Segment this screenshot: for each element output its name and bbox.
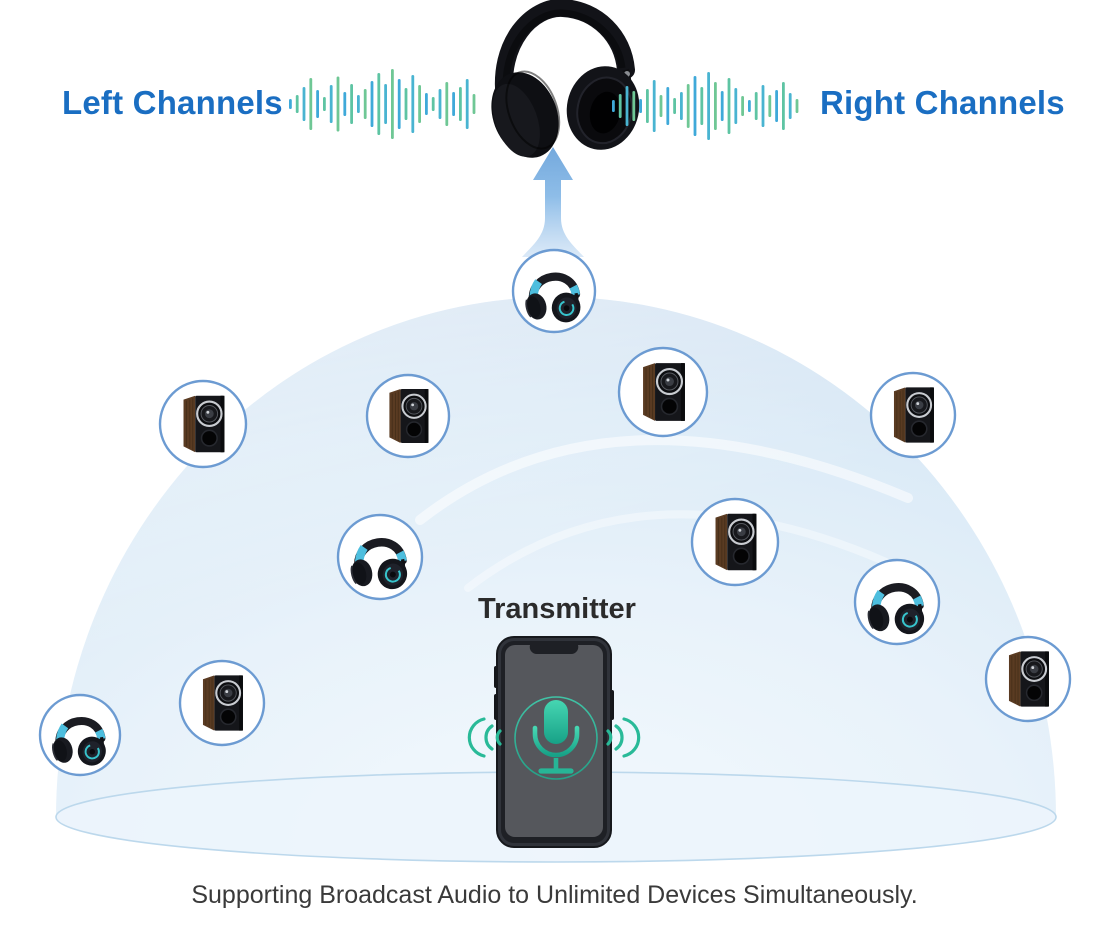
waveform-bar (384, 84, 387, 124)
waveform-bar (652, 80, 656, 132)
device-circle (38, 693, 122, 777)
speaker-icon (182, 394, 226, 454)
receiver-speaker-upper-left (365, 373, 451, 459)
waveform-bar (370, 81, 374, 127)
waveform-bar (748, 100, 751, 112)
waveform-bar (445, 82, 449, 126)
main-headphones (491, 0, 640, 158)
receiver-speaker-mid-right (690, 497, 780, 587)
waveform-bar (625, 86, 629, 126)
waveform-bar (289, 99, 292, 109)
waveform-bar (741, 96, 744, 116)
waveform-bar (727, 78, 731, 134)
dome-ripple-arc (415, 435, 913, 525)
waveform-bar (612, 100, 615, 112)
waveform-bar (404, 88, 408, 120)
waveform-bar (618, 94, 622, 118)
waveform-bar (452, 92, 455, 116)
speaker-icon (892, 386, 935, 444)
waveform-bar (309, 78, 313, 130)
receiver-devices (38, 248, 1072, 777)
speaker-icon (714, 512, 758, 572)
waveform-bar (782, 82, 785, 130)
receiver-speaker-upper-right (617, 346, 709, 438)
waveform-bar (707, 72, 710, 140)
microphone-broadcast-icon (514, 696, 598, 780)
waveform-bar (377, 73, 381, 135)
receiver-speaker-right (869, 371, 957, 459)
waveform-bar (754, 92, 758, 120)
waveform-bar (418, 85, 421, 123)
transmitter-label: Transmitter (478, 593, 636, 625)
transmitter-phone (467, 636, 641, 848)
waveform-bar (472, 94, 476, 114)
speaker-icon (388, 388, 430, 444)
waveform-bar (659, 95, 663, 117)
waveform-bar (680, 92, 683, 120)
waveform-bar (700, 87, 704, 125)
waveform-bar (411, 75, 415, 133)
speaker-icon (201, 674, 244, 732)
receiver-headphones-bottom-left (38, 693, 122, 777)
waveform-bar (397, 79, 401, 129)
waveform-bar (336, 76, 340, 132)
waveform-bar (323, 97, 326, 111)
waveform-bar (391, 69, 394, 139)
caption-text: Supporting Broadcast Audio to Unlimited … (191, 881, 918, 909)
left-channels-label: Left Channels (62, 84, 283, 121)
receiver-headphones-mid-left (336, 513, 424, 601)
waveform-bar (646, 89, 649, 123)
waveform-right-channel (612, 72, 799, 140)
waveform-bar (316, 90, 319, 118)
waveform-bar (425, 93, 428, 115)
waveform-bar (459, 87, 462, 121)
speaker-icon (1007, 650, 1050, 708)
phone-notch (529, 645, 579, 655)
receiver-headphones-top (511, 248, 597, 334)
waveform-bar (775, 90, 778, 122)
waveform-left-channel (289, 69, 476, 139)
waveform-bar (438, 89, 442, 119)
speaker-icon (641, 361, 687, 423)
waveform-bar (639, 99, 642, 113)
right-channels-label: Right Channels (820, 84, 1065, 121)
waveform-bar (761, 85, 765, 127)
waveform-bar (329, 85, 333, 123)
waveform-bar (343, 92, 347, 116)
device-circle (853, 558, 941, 646)
waveform-bar (788, 93, 792, 119)
waveform-bar (693, 76, 697, 136)
waveform-bar (720, 91, 724, 121)
dome-ripple-arc (464, 510, 890, 592)
waveform-bar (686, 84, 690, 128)
waveform-bar (295, 95, 299, 113)
device-circle (336, 513, 424, 601)
dome-sheen (56, 297, 1056, 862)
receiver-speaker-bottom-right (984, 635, 1072, 723)
waveform-bar (357, 95, 360, 113)
waveform-bar (795, 99, 799, 113)
waveform-bar (666, 87, 670, 125)
receiver-speaker-bottom-left (178, 659, 266, 747)
device-circle (511, 248, 597, 334)
receiver-speaker-left (158, 379, 248, 469)
waveform-bar (768, 95, 772, 117)
waveform-bar (350, 84, 353, 124)
waveform-bar (673, 98, 676, 114)
waveform-bar (302, 87, 306, 121)
up-arrow (522, 147, 584, 257)
waveform-bar (363, 89, 367, 119)
waveform-bar (714, 82, 717, 130)
waveform-bar (632, 91, 636, 121)
waveform-bar (734, 88, 738, 124)
waveform-bar (431, 97, 435, 111)
sound-wave-arcs (467, 717, 641, 758)
waveform-bar (465, 79, 469, 129)
receiver-headphones-right (853, 558, 941, 646)
